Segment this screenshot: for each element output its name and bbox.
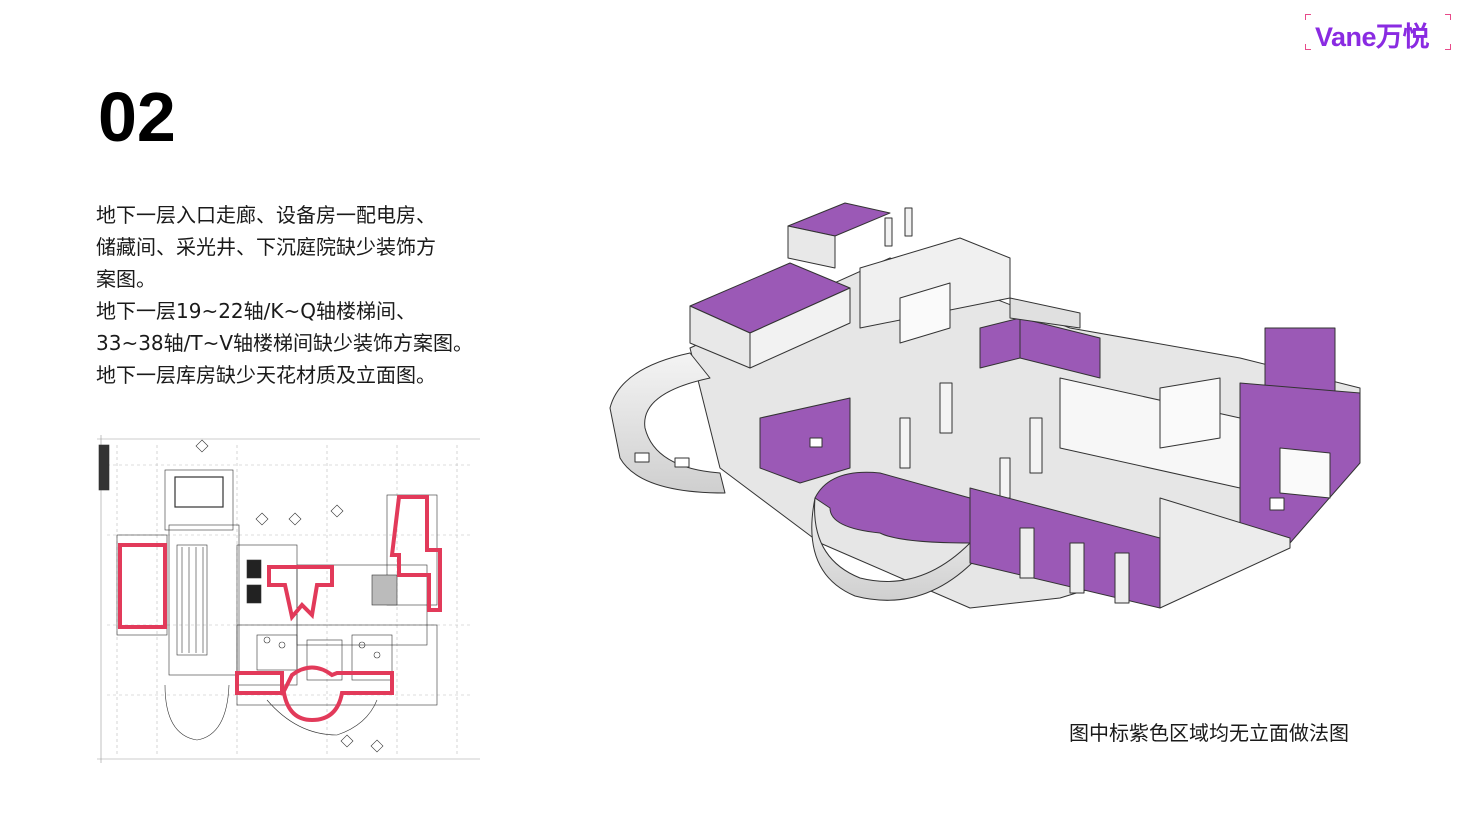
description-line: 地下一层19~22轴/K~Q轴楼梯间、 — [96, 299, 417, 323]
figure-caption: 图中标紫色区域均无立面做法图 — [1069, 721, 1349, 745]
floor-plan-image — [97, 435, 480, 763]
description-line: 地下一层入口走廊、设备房一配电房、 — [96, 203, 436, 227]
page-number: 02 — [98, 78, 176, 156]
logo-text: Vane万悦 — [1315, 22, 1430, 52]
description-line: 33~38轴/T~V轴楼梯间缺少装饰方案图。 — [96, 331, 474, 355]
logo-corner-icon — [1445, 44, 1451, 50]
logo-corner-icon — [1445, 14, 1451, 20]
logo-corner-icon — [1305, 14, 1311, 20]
isometric-model-drawing — [609, 202, 1361, 609]
description-line: 案图。 — [96, 267, 156, 291]
description-text: 地下一层入口走廊、设备房一配电房、 储藏间、采光井、下沉庭院缺少装饰方 案图。 … — [96, 199, 516, 391]
brand-logo: Vane万悦 — [1305, 14, 1451, 52]
description-line: 储藏间、采光井、下沉庭院缺少装饰方 — [96, 235, 436, 259]
description-line: 地下一层库房缺少天花材质及立面图。 — [96, 363, 436, 387]
floor-plan-drawing — [97, 435, 480, 763]
logo-corner-icon — [1305, 44, 1311, 50]
isometric-model-image — [600, 198, 1368, 638]
